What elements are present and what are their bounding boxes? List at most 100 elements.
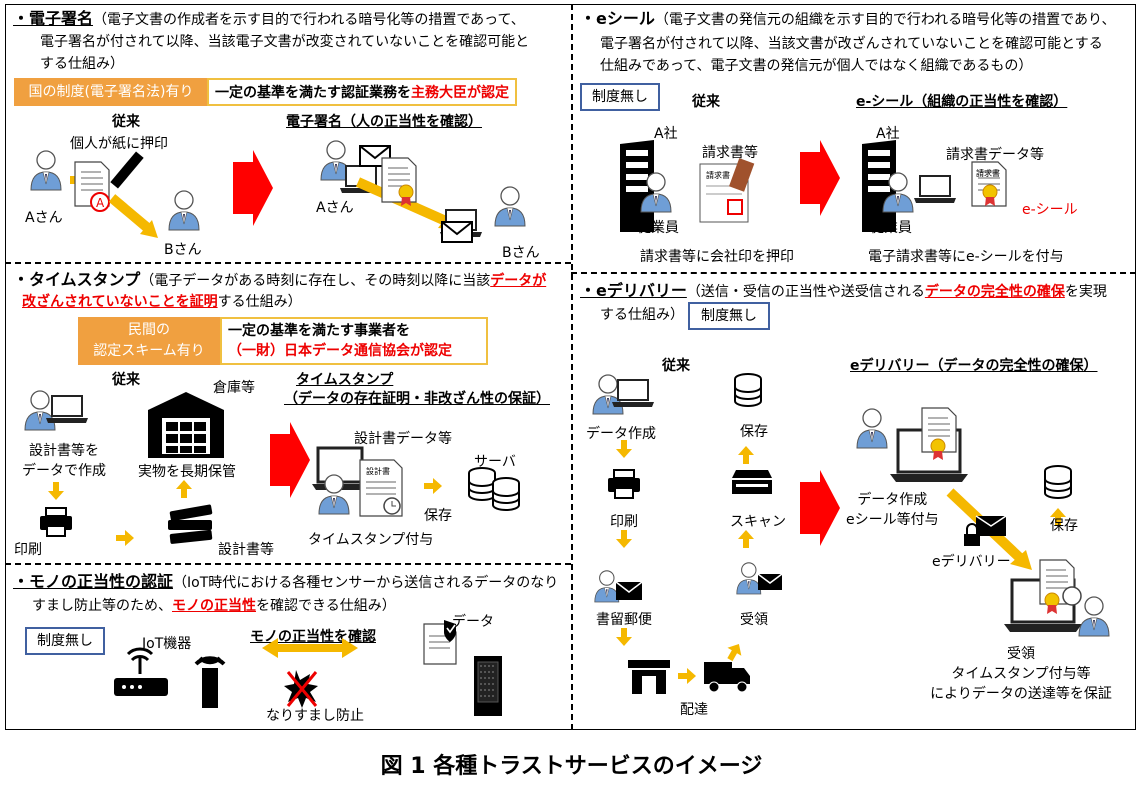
eseal-caption-old: 請求書等に会社印を押印 [640, 249, 794, 265]
locked-mail-icon [964, 515, 1007, 546]
esign-note-pre: 一定の基準を満たす認証業務を [215, 85, 411, 101]
divider-vertical [571, 4, 573, 730]
divider-left-1 [5, 262, 571, 264]
db-icon [734, 373, 762, 407]
ed-create: データ作成 [586, 426, 656, 442]
ed-red-arrow [800, 470, 840, 546]
iot-desc-2-pre: すまし防止等のため、 [32, 598, 172, 614]
figure-caption: 図 1 各種トラストサービスのイメージ [380, 754, 763, 779]
person-b-icon [168, 190, 200, 231]
ed-new-illustration [856, 407, 1110, 637]
ts-designs: 設計書等 [218, 542, 274, 558]
mail-envelope-icon [615, 581, 643, 600]
eseal-red-arrow [800, 140, 840, 216]
ed-desc-1-post: を実現 [1064, 284, 1107, 300]
esign-heading: ・電子署名 [13, 9, 94, 28]
esign-person-b: Bさん [164, 242, 202, 258]
ts-note-line1: 一定の基準を満たす事業者を [228, 323, 410, 339]
ed-save2: 保存 [1050, 518, 1078, 534]
ed-desc-1-red: データの完全性の確保 [924, 284, 1065, 300]
esign-conventional-title: 従来 [112, 114, 140, 130]
ts-heading: ・タイムスタンプ [13, 270, 141, 289]
hanko-icon [110, 151, 144, 189]
esign-badge: 国の制度(電子署名法)有り [14, 78, 208, 106]
esign-desc-3: する仕組み） [40, 56, 124, 72]
esign-desc-1: （電子文書の作成者を示す目的で行われる暗号化等の措置であって、 [93, 12, 525, 28]
ed-receive: 受領 [740, 612, 768, 628]
router-icon [114, 647, 168, 696]
eseal-company2: A社 [876, 126, 900, 142]
eseal-employee2: 従業員 [870, 220, 912, 236]
ed-conventional-illustration [592, 373, 783, 694]
ts-server: サーバ [474, 454, 516, 470]
scanner-icon [732, 470, 772, 494]
ts-note-line2: （一財）日本データ通信協会が認定 [228, 343, 452, 359]
company-seal-icon [729, 158, 755, 192]
ed-new-title: eデリバリー（データの完全性の確保） [850, 358, 1098, 374]
esign-red-arrow [233, 150, 273, 226]
eseal-heading: ・eシール [580, 9, 655, 28]
iot-spoof: なりすまし防止 [266, 708, 364, 724]
ts-new-title-2: （データの存在証明・非改ざん性の保証） [284, 391, 550, 407]
ed-deliver: 配達 [680, 702, 708, 718]
ed-badge: 制度無し [688, 302, 770, 330]
ts-design-data: 設計書データ等 [354, 431, 452, 447]
iot-badge: 制度無し [25, 627, 105, 655]
double-arrow-icon [262, 638, 358, 658]
iot-device: IoT機器 [142, 636, 192, 652]
eseal-label: e-シール [1022, 202, 1078, 218]
ed-header: ・eデリバリー（送信・受信の正当性や送受信されるデータの完全性の確保を実現 [580, 281, 1107, 302]
ed-create-line1: データ作成 [857, 492, 928, 508]
eseal-conventional-illustration: 請求書 [620, 140, 755, 232]
eseal-invoice: 請求書等 [702, 145, 758, 161]
ts-desc-2: する仕組み） [217, 294, 302, 310]
ed-conventional-title: 従来 [662, 358, 690, 374]
esign-person-a: Aさん [25, 210, 63, 226]
ed-edelivery-label: eデリバリー [932, 554, 1011, 570]
esign-stamp-label: 個人が紙に押印 [70, 136, 168, 152]
ed-desc-2: する仕組み） [600, 307, 684, 323]
eseal-desc-2: 電子署名が付されて以降、当該文書が改ざんされていないことを確認可能とする [600, 36, 1103, 52]
eseal-desc-3: 仕組みであって、電子文書の発信元が個人ではなく組織であるもの） [600, 58, 1033, 74]
sensor-icon [194, 656, 226, 708]
iot-server-icon [474, 656, 502, 716]
ts-badge: 民間の 認定スキーム有り [78, 317, 220, 365]
ts-warehouse: 倉庫等 [213, 380, 255, 396]
ed-save: 保存 [740, 424, 768, 440]
ts-print: 印刷 [14, 542, 42, 558]
esign-header: ・電子署名（電子文書の作成者を示す目的で行われる暗号化等の措置であって、 [13, 9, 525, 30]
eseal-caption-new: 電子請求書等にe-シールを付与 [868, 249, 1064, 265]
iot-header: ・モノの正当性の認証（IoT時代における各種センサーから送信されるデータのなり [13, 572, 558, 593]
eseal-new-title: e-シール（組織の正当性を確認） [856, 94, 1068, 110]
ts-new-illustration: 設計書 [312, 446, 520, 517]
person-a-icon [30, 150, 62, 191]
books-icon [168, 504, 213, 544]
spoof-block-icon [284, 670, 318, 708]
eseal-badge: 制度無し [580, 83, 660, 111]
divider-left-2 [5, 563, 571, 565]
eseal-desc-1: （電子文書の発信元の組織を示す目的で行われる暗号化等の措置であり、 [654, 12, 1116, 28]
printer-icon [39, 507, 73, 537]
ed-heading: ・eデリバリー [580, 281, 687, 300]
ed-recv-line3: によりデータの送達等を保証 [930, 686, 1112, 702]
ts-desc-line2: 改ざんされていないことを証明する仕組み） [22, 292, 302, 312]
iot-desc-line2: すまし防止等のため、モノの正当性を確認できる仕組み） [32, 596, 396, 616]
ed-recv-line2: タイムスタンプ付与等 [951, 666, 1091, 682]
ts-conventional-title: 従来 [112, 372, 140, 388]
ts-desc-1-red: データが [490, 273, 547, 289]
ts-badge-line1: 民間の [128, 322, 170, 338]
ts-conventional-illustration [24, 390, 224, 546]
ts-red-arrow [270, 422, 310, 498]
esign-new-title: 電子署名（人の正当性を確認） [286, 114, 482, 130]
iot-illustration [114, 620, 502, 716]
ts-header: ・タイムスタンプ（電子データがある時刻に存在し、その時刻以降に当該データが [13, 270, 546, 291]
esign-cert-note: 一定の基準を満たす認証業務を主務大臣が認定 [207, 78, 517, 106]
ts-store: 保存 [424, 508, 452, 524]
iot-desc-2-post: を確認できる仕組み） [256, 598, 396, 614]
ed-create-line2: eシール等付与 [846, 512, 939, 528]
ed-create-new: データ作成 eシール等付与 [846, 490, 939, 530]
warehouse-icon [148, 392, 224, 458]
svg-text:設計書: 設計書 [366, 466, 390, 476]
eseal-invoice-data: 請求書データ等 [946, 147, 1044, 163]
eseal-header: ・eシール（電子文書の発信元の組織を示す目的で行われる暗号化等の措置であり、 [580, 9, 1115, 30]
